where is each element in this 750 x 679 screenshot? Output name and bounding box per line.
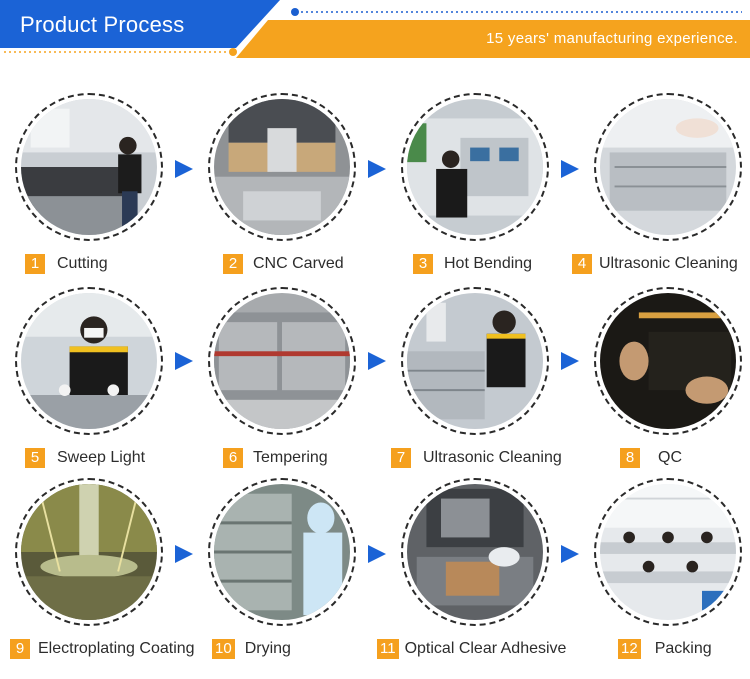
arrow-right-icon [559,158,581,180]
step-caption: 12 Packing [618,638,712,660]
step-caption: 10 Drying [212,638,291,660]
step-number-badge: 5 [25,448,45,468]
step-number-badge: 3 [413,254,433,274]
step-label: Drying [245,640,291,658]
step-number-badge: 4 [572,254,592,274]
step-number-badge: 1 [25,254,45,274]
process-step-2: 2 CNC Carved [203,93,393,278]
arrow-right-icon [173,543,195,565]
step-caption: 2 CNC Carved [223,253,344,275]
qc-photo [594,287,742,435]
arrow-right-icon [173,158,195,180]
step-label: Packing [655,640,712,658]
sweep-light-photo [15,287,163,435]
step-label: Ultrasonic Cleaning [599,255,738,273]
page-title: Product Process [20,12,184,38]
arrow-right-icon [366,543,388,565]
step-caption: 1 Cutting [25,253,108,275]
ultrasonic-cleaning-photo [401,287,549,435]
step-number-badge: 6 [223,448,243,468]
page-subtitle: 15 years' manufacturing experience. [486,30,738,47]
step-label: CNC Carved [253,255,344,273]
packing-photo [594,478,742,626]
arrow-right-icon [366,350,388,372]
process-step-4: 4 Ultrasonic Cleaning [589,93,750,278]
process-step-10: 10 Drying [203,478,393,663]
process-step-9: 9 Electroplating Coating [10,478,200,663]
arrow-right-icon [559,350,581,372]
step-number-badge: 10 [212,639,235,659]
arrow-right-icon [173,350,195,372]
process-step-6: 6 Tempering [203,287,393,472]
step-caption: 7 Ultrasonic Cleaning [391,447,562,469]
step-number-badge: 9 [10,639,30,659]
process-step-5: 5 Sweep Light [10,287,200,472]
step-label: Tempering [253,449,328,467]
step-label: QC [658,449,682,467]
step-number-badge: 2 [223,254,243,274]
arrow-right-icon [366,158,388,180]
step-label: Electroplating Coating [38,640,195,658]
step-label: Ultrasonic Cleaning [423,449,562,467]
step-caption: 5 Sweep Light [25,447,145,469]
step-caption: 4 Ultrasonic Cleaning [572,253,738,275]
step-number-badge: 12 [618,639,641,659]
step-caption: 3 Hot Bending [413,253,532,275]
process-step-12: 12 Packing [589,478,750,663]
step-label: Sweep Light [57,449,145,467]
step-number-badge: 8 [620,448,640,468]
process-step-1: 1 Cutting [10,93,200,278]
oca-photo [401,478,549,626]
step-number-badge: 11 [377,639,399,659]
electroplating-photo [15,478,163,626]
process-step-8: 8 QC [589,287,750,472]
step-caption: 8 QC [620,447,682,469]
step-label: Hot Bending [444,255,532,273]
process-step-3: 3 Hot Bending [396,93,586,278]
step-label: Cutting [57,255,108,273]
step-number-badge: 7 [391,448,411,468]
step-caption: 6 Tempering [223,447,328,469]
step-caption: 11 Optical Clear Adhesive [377,638,566,660]
step-caption: 9 Electroplating Coating [10,638,195,660]
process-step-11: 11 Optical Clear Adhesive [396,478,586,663]
ultrasonic-cleaning-photo [594,93,742,241]
hot-bending-photo [401,93,549,241]
cnc-photo [208,93,356,241]
drying-photo [208,478,356,626]
cutting-photo [15,93,163,241]
tempering-photo [208,287,356,435]
process-step-7: 7 Ultrasonic Cleaning [396,287,586,472]
step-label: Optical Clear Adhesive [405,640,567,658]
header-banner: Product Process 15 years' manufacturing … [0,0,750,62]
arrow-right-icon [559,543,581,565]
